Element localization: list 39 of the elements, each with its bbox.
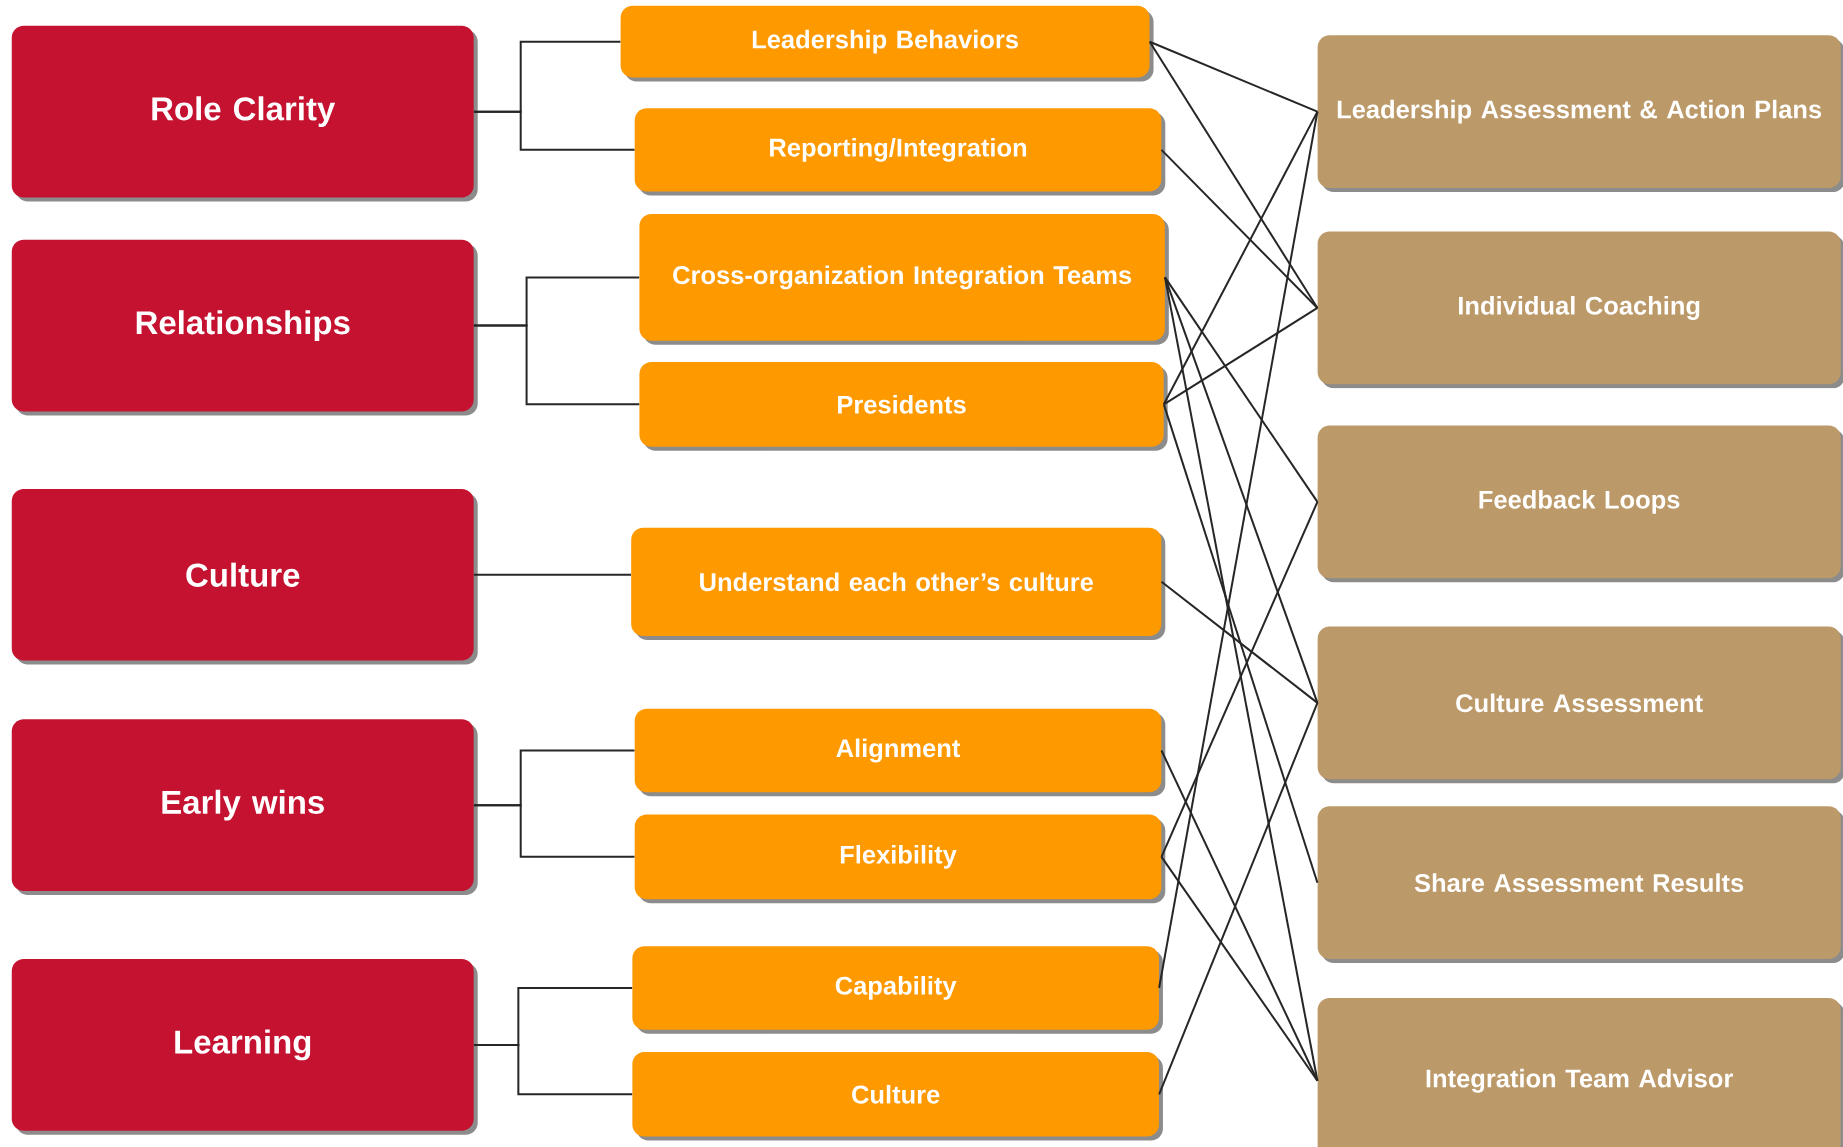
connector-line: [1162, 110, 1319, 406]
initiative-box: Reporting/Integration: [634, 108, 1166, 196]
theme-box: Culture: [11, 488, 478, 665]
initiative-box: Cross-organization Integration Teams: [639, 213, 1169, 345]
connector-line: [1160, 855, 1319, 1082]
connector-line: [1148, 40, 1319, 309]
initiative-box: Understand each other’s culture: [631, 527, 1166, 640]
connector-line: [1164, 276, 1319, 704]
connector-line: [472, 1043, 634, 1096]
connector-line: [472, 110, 636, 151]
initiative-box: Presidents: [639, 362, 1168, 451]
connector-line: [1148, 40, 1319, 113]
connector-line: [472, 573, 632, 576]
connector-line: [1158, 110, 1319, 989]
initiative-box: Capability: [632, 946, 1163, 1034]
connector-line: [472, 324, 641, 406]
connector-line: [1160, 580, 1319, 704]
theme-box: Learning: [11, 959, 478, 1135]
intervention-box: Leadership Assessment & Action Plans: [1317, 35, 1843, 193]
connector-line: [1162, 403, 1319, 884]
intervention-box: Individual Coaching: [1317, 231, 1843, 389]
intervention-box: Feedback Loops: [1317, 425, 1843, 583]
connector-line: [472, 804, 636, 858]
initiative-box: Culture: [632, 1051, 1163, 1141]
connector-line: [1164, 276, 1319, 1082]
initiative-box: Leadership Behaviors: [620, 5, 1154, 82]
connector-line: [1162, 306, 1319, 406]
connector-line: [1164, 276, 1319, 503]
theme-box: Role Clarity: [11, 25, 478, 202]
connector-line: [1158, 701, 1319, 1096]
initiative-box: Alignment: [634, 708, 1166, 797]
initiative-box: Flexibility: [634, 814, 1166, 904]
intervention-box: Share Assessment Results: [1317, 806, 1843, 964]
connector-line: [1160, 148, 1319, 309]
intervention-box: Integration Team Advisor: [1317, 997, 1843, 1147]
connector-line: [1160, 500, 1319, 858]
intervention-box: Culture Assessment: [1317, 626, 1843, 784]
theme-box: Relationships: [11, 239, 478, 416]
theme-box: Early wins: [11, 719, 478, 895]
